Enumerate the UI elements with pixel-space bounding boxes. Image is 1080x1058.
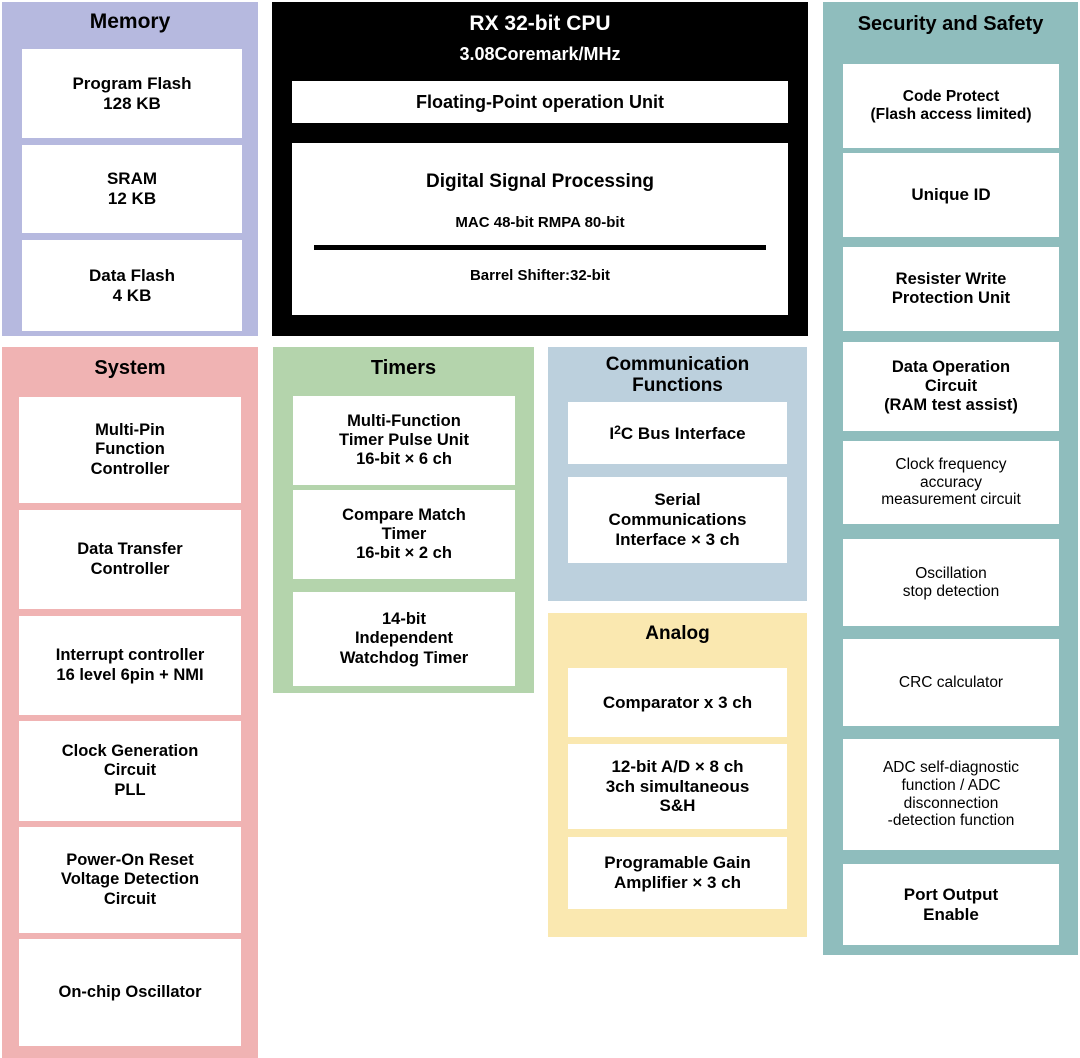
block-crc-calculator: CRC calculator [843,639,1059,726]
block-unique-id-label: Unique ID [911,185,991,205]
block-independent-watchdog-timer-label: 14-bit Independent Watchdog Timer [339,610,469,667]
block-programmable-gain-amplifier-label: Programable Gain Amplifier × 3 ch [604,853,751,892]
block-interrupt-controller-label: Interrupt controller 16 level 6pin + NMI [55,646,205,684]
block-i2c-bus-interface: I2C Bus Interface [568,402,787,464]
block-program-flash: Program Flash 128 KB [22,49,242,138]
block-register-write-protection-unit-label: Resister Write Protection Unit [891,269,1011,307]
block-data-transfer-controller-label: Data Transfer Controller [77,540,183,578]
timers-panel-title: Timers [370,357,437,379]
block-data-operation-circuit-label: Data Operation Circuit (RAM test assist) [884,357,1018,415]
block-on-chip-oscillator: On-chip Oscillator [19,939,241,1046]
block-serial-communications-interface: Serial Communications Interface × 3 ch [568,477,787,563]
memory-panel: Memory Program Flash 128 KB SRAM 12 KB D… [2,2,258,336]
block-code-protect: Code Protect (Flash access limited) [843,64,1059,148]
block-floating-point-unit: Floating-Point operation Unit [292,81,788,123]
memory-panel-title: Memory [89,10,171,33]
block-independent-watchdog-timer: 14-bit Independent Watchdog Timer [293,592,515,686]
block-data-operation-circuit: Data Operation Circuit (RAM test assist) [843,342,1059,431]
communication-functions-panel-title: Communication Functions [605,354,750,397]
block-comparator: Comparator x 3 ch [568,668,787,737]
dsp-title: Digital Signal Processing [425,171,655,192]
block-data-flash: Data Flash 4 KB [22,240,242,331]
block-clock-generation-circuit: Clock Generation Circuit PLL [19,721,241,821]
block-multi-pin-function-controller: Multi-Pin Function Controller [19,397,241,503]
cpu-panel: RX 32-bit CPU 3.08Coremark/MHz Floating-… [272,2,808,336]
block-digital-signal-processing: Digital Signal Processing MAC 48-bit RMP… [292,143,788,315]
block-ad-converter: 12-bit A/D × 8 ch 3ch simultaneous S&H [568,744,787,829]
block-port-output-enable-label: Port Output Enable [903,884,999,924]
timers-panel: Timers Multi-Function Timer Pulse Unit 1… [273,347,534,693]
block-unique-id: Unique ID [843,153,1059,237]
dsp-barrel-shifter: Barrel Shifter:32-bit [469,267,611,285]
block-port-output-enable: Port Output Enable [843,864,1059,945]
block-register-write-protection-unit: Resister Write Protection Unit [843,247,1059,331]
security-safety-panel: Security and Safety Code Protect (Flash … [823,2,1078,955]
block-compare-match-timer-label: Compare Match Timer 16-bit × 2 ch [342,505,466,563]
block-clock-generation-circuit-label: Clock Generation Circuit PLL [61,742,199,799]
block-power-on-reset: Power-On Reset Voltage Detection Circuit [19,827,241,933]
block-clock-frequency-accuracy-measurement: Clock frequency accuracy measurement cir… [843,441,1059,524]
block-adc-self-diagnostic: ADC self-diagnostic function / ADC disco… [843,739,1059,850]
dsp-mac-rmpa: MAC 48-bit RMPA 80-bit [455,214,625,232]
cpu-coremark-rating: 3.08Coremark/MHz [459,44,621,64]
analog-panel-title: Analog [645,623,710,644]
block-crc-calculator-label: CRC calculator [898,673,1004,691]
block-floating-point-unit-label: Floating-Point operation Unit [416,91,664,112]
security-safety-panel-title: Security and Safety [857,13,1044,35]
block-code-protect-label: Code Protect (Flash access limited) [870,88,1032,123]
block-data-flash-label: Data Flash 4 KB [89,265,175,305]
block-program-flash-label: Program Flash 128 KB [72,73,192,113]
analog-panel: Analog Comparator x 3 ch 12-bit A/D × 8 … [548,613,807,937]
block-oscillation-stop-detection-label: Oscillation stop detection [902,564,1000,600]
block-clock-frequency-accuracy-measurement-label: Clock frequency accuracy measurement cir… [881,455,1021,509]
block-multi-function-timer-pulse-unit-label: Multi-Function Timer Pulse Unit 16-bit ×… [339,411,469,469]
dsp-divider [314,245,766,251]
block-serial-communications-interface-label: Serial Communications Interface × 3 ch [608,490,747,549]
block-multi-pin-function-controller-label: Multi-Pin Function Controller [90,421,170,478]
block-data-transfer-controller: Data Transfer Controller [19,510,241,609]
block-i2c-bus-interface-label: I2C Bus Interface [609,422,746,443]
block-sram: SRAM 12 KB [22,145,242,233]
block-programmable-gain-amplifier: Programable Gain Amplifier × 3 ch [568,837,787,909]
system-panel-title: System [94,357,166,379]
communication-functions-panel: Communication Functions I2C Bus Interfac… [548,347,807,601]
cpu-panel-title: RX 32-bit CPU [469,12,611,35]
block-sram-label: SRAM 12 KB [106,169,158,208]
block-power-on-reset-label: Power-On Reset Voltage Detection Circuit [60,851,200,908]
block-compare-match-timer: Compare Match Timer 16-bit × 2 ch [293,490,515,579]
block-on-chip-oscillator-label: On-chip Oscillator [58,982,202,1001]
block-comparator-label: Comparator x 3 ch [602,692,753,712]
block-adc-self-diagnostic-label: ADC self-diagnostic function / ADC disco… [882,758,1020,830]
block-interrupt-controller: Interrupt controller 16 level 6pin + NMI [19,616,241,715]
block-oscillation-stop-detection: Oscillation stop detection [843,539,1059,626]
system-panel: System Multi-Pin Function Controller Dat… [2,347,258,1058]
block-ad-converter-label: 12-bit A/D × 8 ch 3ch simultaneous S&H [605,756,750,816]
block-multi-function-timer-pulse-unit: Multi-Function Timer Pulse Unit 16-bit ×… [293,396,515,485]
